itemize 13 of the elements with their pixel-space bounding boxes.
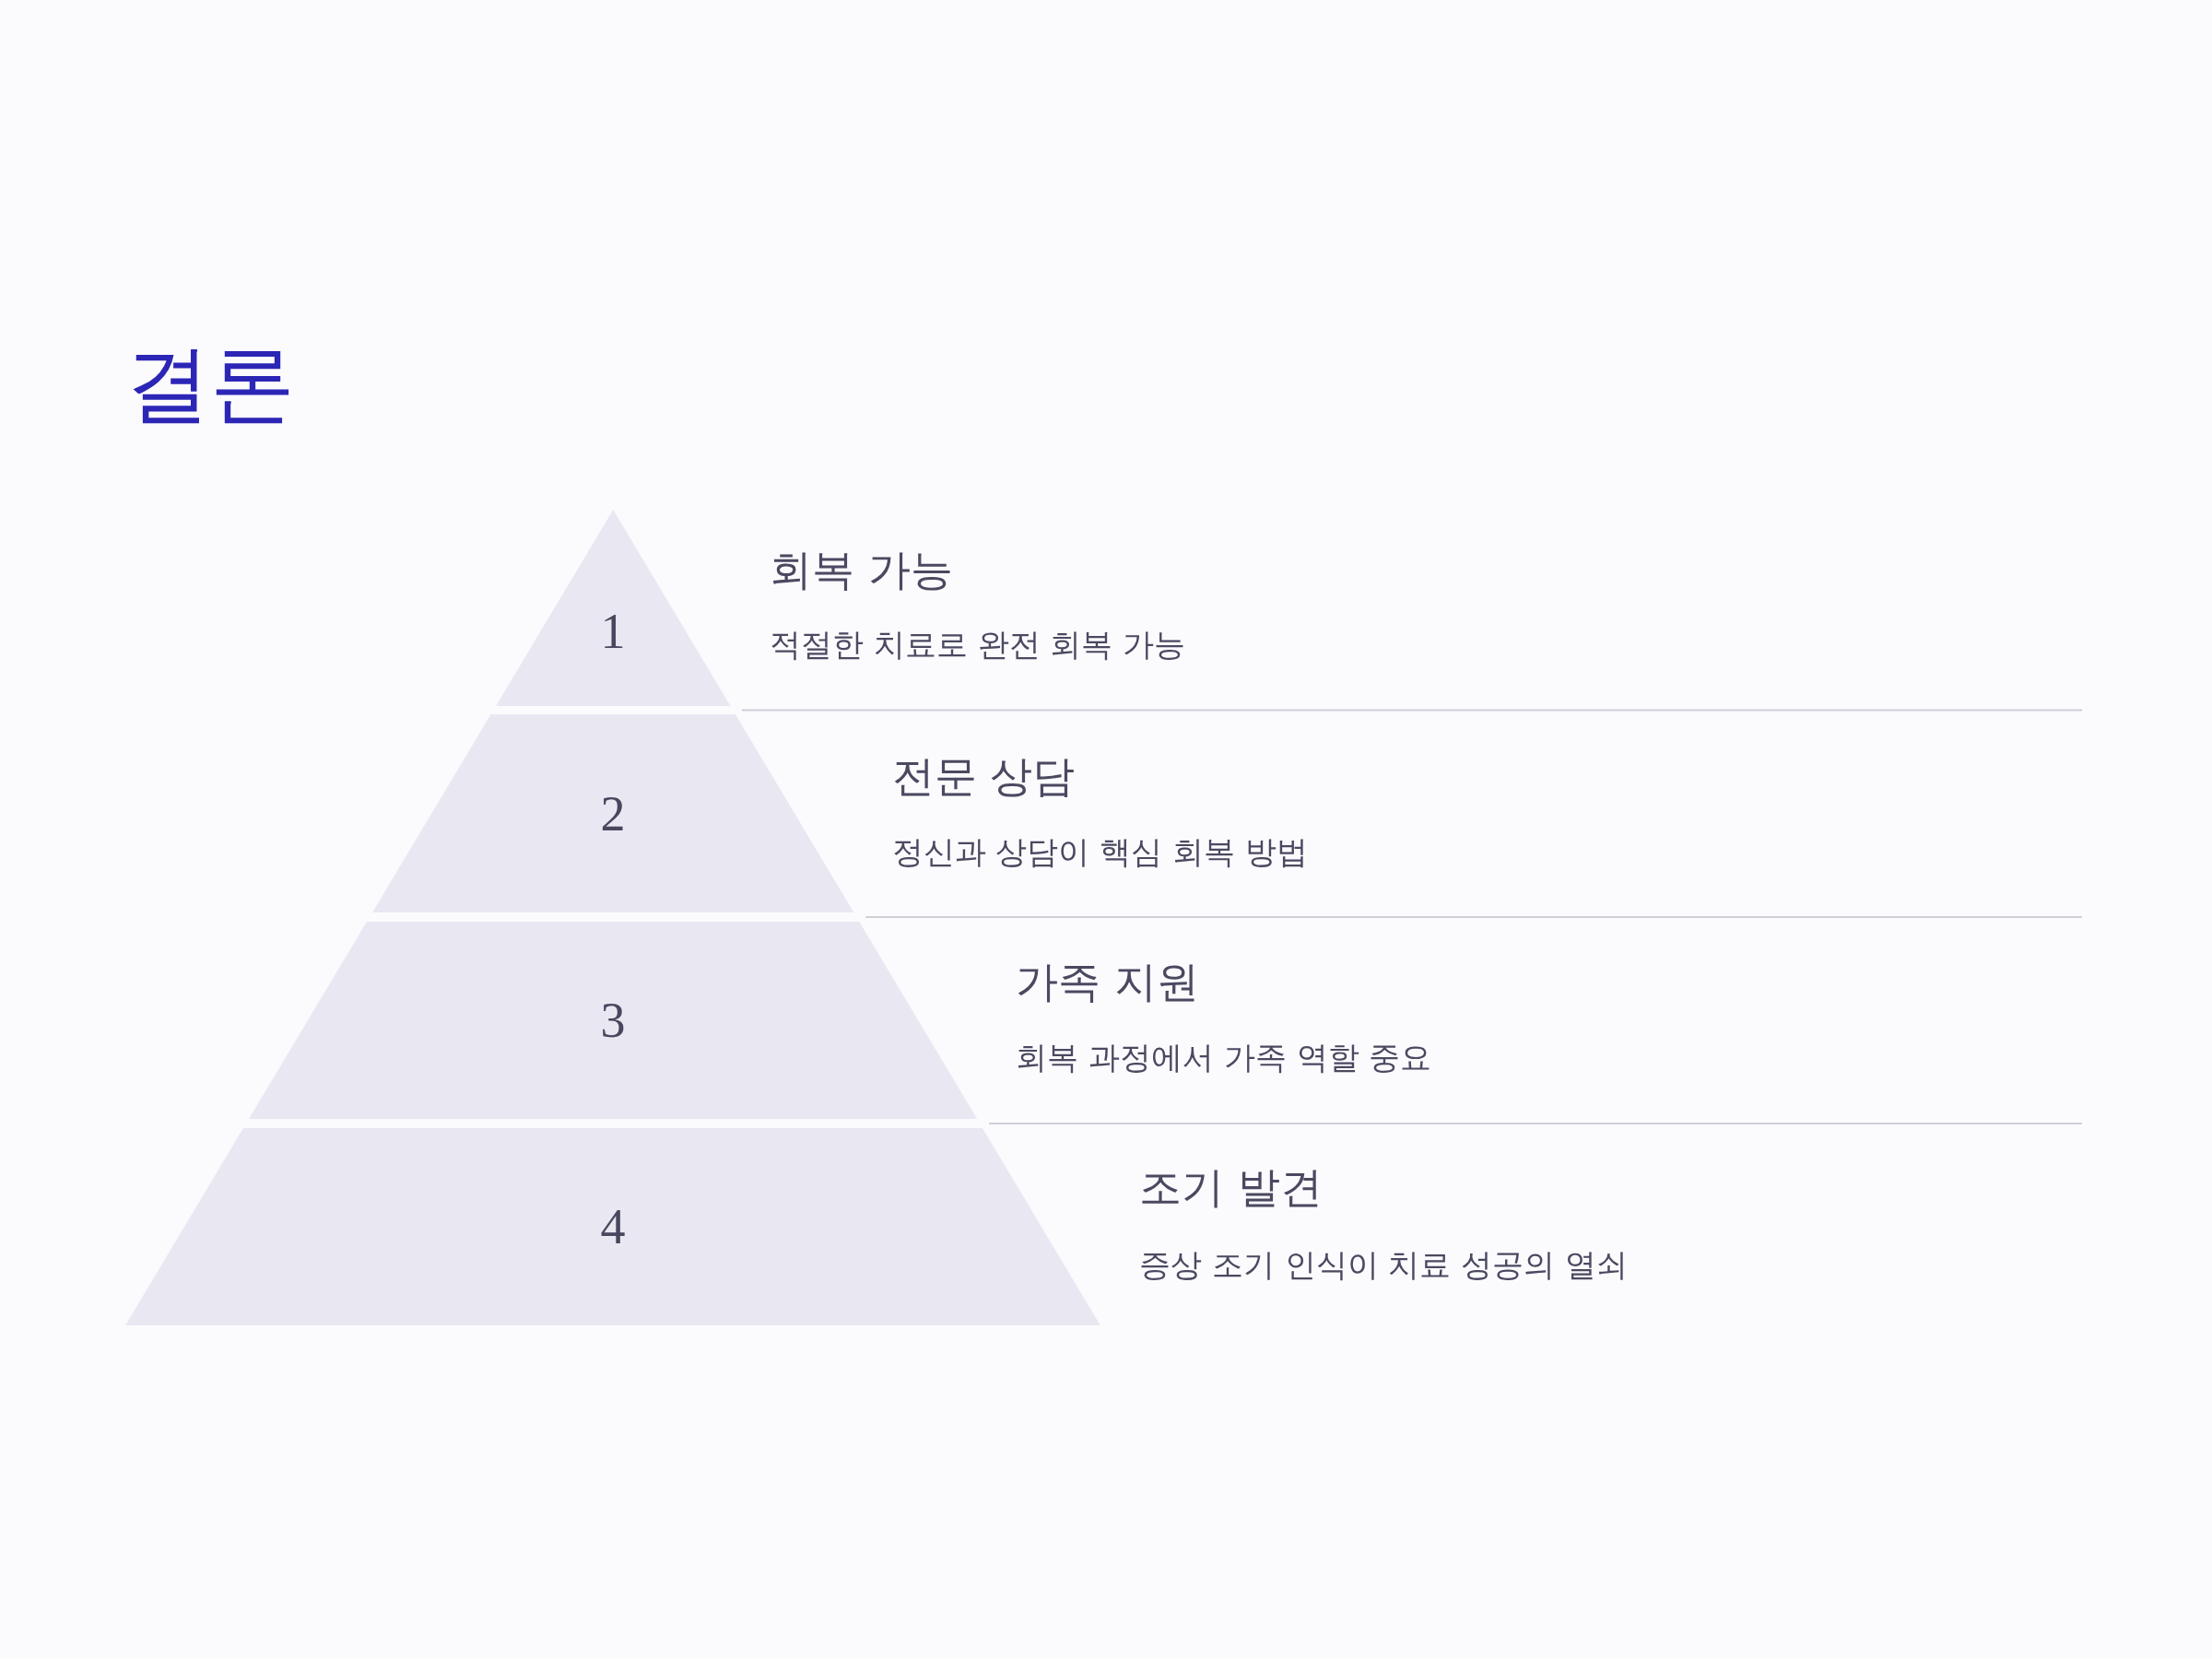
tier-description: 회복 과정에서 가족 역할 중요 (1016, 1041, 1432, 1073)
tier-description: 증상 조기 인식이 치료 성공의 열쇠 (1139, 1249, 1629, 1280)
tier-heading: 가족 지원 (1016, 960, 1199, 1003)
slide-title: 결론 (125, 342, 295, 427)
tier-number: 1 (600, 606, 626, 657)
tier-description: 정신과 상담이 핵심 회복 방법 (891, 836, 1308, 867)
tier-number: 4 (600, 1202, 626, 1252)
tier-description: 적절한 치료로 완전 회복 가능 (770, 629, 1186, 660)
tier-heading: 조기 발견 (1139, 1166, 1323, 1208)
tier-heading: 전문 상담 (891, 755, 1076, 797)
tier-heading: 회복 가능 (770, 548, 953, 591)
tier-number: 3 (600, 995, 626, 1045)
tier-number: 2 (600, 788, 626, 839)
